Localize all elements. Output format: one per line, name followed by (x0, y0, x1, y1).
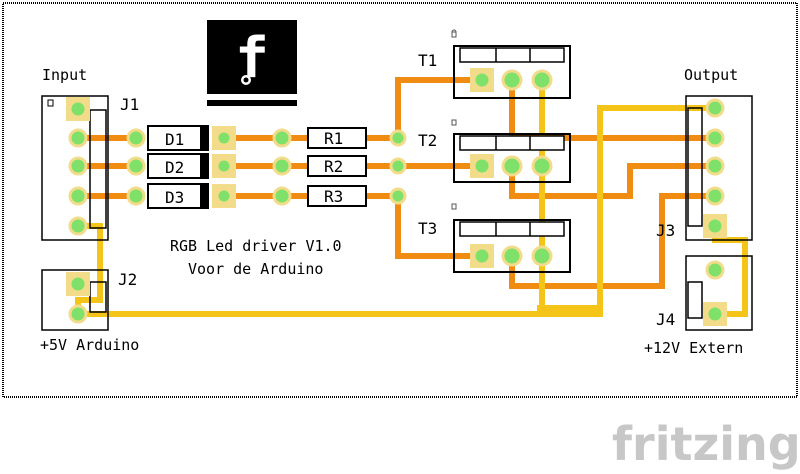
title-line-1: RGB Led driver V1.0 (170, 237, 342, 255)
d1-label: D1 (165, 130, 184, 149)
diodes: D1 D2 D3 (147, 125, 209, 209)
transistor-t2: T2 (418, 119, 571, 183)
transistor-t3: T3 (418, 203, 571, 273)
output-label: Output (684, 66, 738, 84)
j4-label: J4 (656, 310, 675, 329)
resistors: R1 R2 R3 (307, 127, 367, 207)
resistor-r3: R3 (307, 185, 367, 207)
r2-label: R2 (324, 157, 343, 176)
plus5v-label: +5V Arduino (40, 336, 139, 354)
input-label: Input (42, 66, 87, 84)
j1-label: J1 (120, 95, 139, 114)
connector-j2: J2 (41, 269, 137, 331)
diode-d3: D3 (147, 183, 209, 209)
diode-d1: D1 (147, 125, 209, 151)
connector-j3: J3 (656, 95, 753, 241)
t3-label: T3 (418, 219, 437, 238)
pads (66, 68, 727, 326)
r3-label: R3 (324, 187, 343, 206)
j3-label: J3 (656, 221, 675, 240)
d2-label: D2 (165, 158, 184, 177)
t1-label: T1 (418, 51, 437, 70)
connector-j4: J4 (656, 255, 753, 331)
logo-glyph: f (235, 26, 269, 91)
j2-label: J2 (118, 270, 137, 289)
fritzing-logo: f (207, 20, 297, 106)
transistors: T1 T2 T3 (418, 29, 571, 273)
diode-d2: D2 (147, 153, 209, 179)
t2-label: T2 (418, 131, 437, 150)
resistor-r2: R2 (307, 155, 367, 177)
plus12v-label: +12V Extern (644, 339, 743, 357)
d3-label: D3 (165, 188, 184, 207)
fritzing-watermark: fritzing (612, 417, 800, 471)
transistor-t1: T1 (418, 29, 571, 99)
title-line-2: Voor de Arduino (188, 260, 323, 278)
resistor-r1: R1 (307, 127, 367, 149)
r1-label: R1 (324, 129, 343, 148)
connector-j1: J1 (41, 95, 139, 241)
